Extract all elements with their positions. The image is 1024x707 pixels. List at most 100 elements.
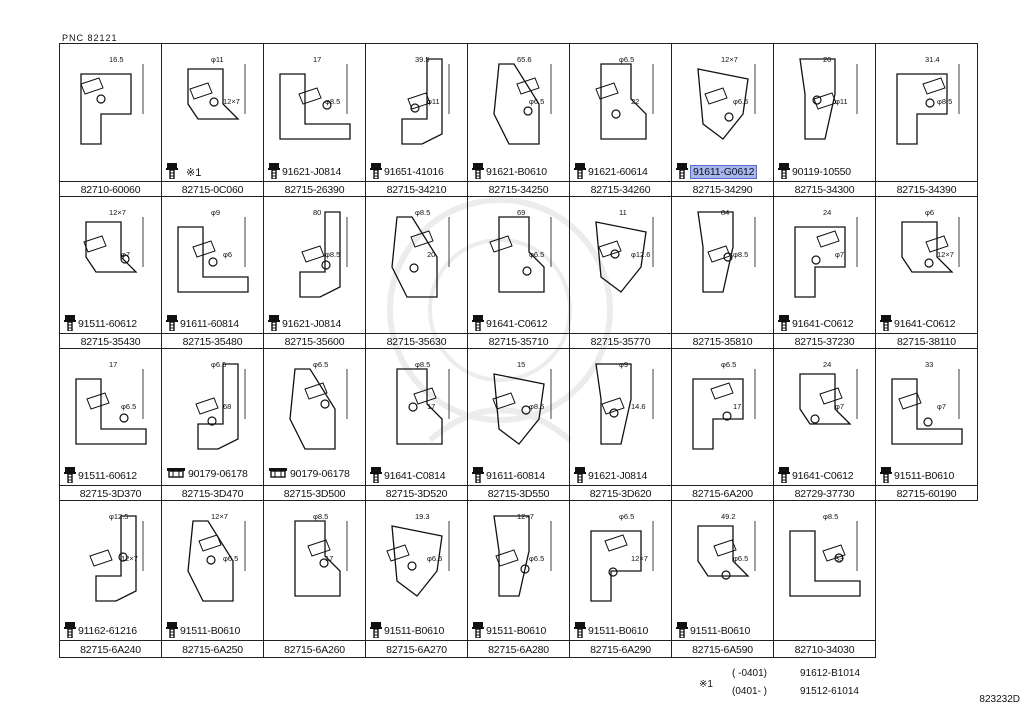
bolt-icon xyxy=(268,162,280,182)
dimension-label: φ6.5 xyxy=(427,554,442,563)
part-number-label[interactable]: 82715-38110 xyxy=(876,333,977,349)
part-number-label[interactable]: 82715-35710 xyxy=(468,333,569,349)
bolt-callout: 91641-C0612 xyxy=(472,314,548,334)
dimension-label: 12×7 xyxy=(631,554,648,563)
bolt-part-number[interactable]: 90179-06178 xyxy=(188,467,248,480)
bolt-part-number[interactable]: 91641-C0612 xyxy=(486,318,548,330)
part-number-label[interactable]: 82715-6A260 xyxy=(264,640,365,658)
part-number-label[interactable]: 82715-3D620 xyxy=(570,485,671,501)
bolt-part-number[interactable]: 91511-B0610 xyxy=(384,625,445,637)
part-number-label[interactable]: 82715-35430 xyxy=(60,333,161,349)
part-number-label[interactable]: 82715-34260 xyxy=(570,181,671,197)
part-number-label[interactable]: 82715-6A590 xyxy=(672,640,773,658)
part-number-label[interactable]: 82715-26390 xyxy=(264,181,365,197)
bolt-callout: 90179-06178 xyxy=(268,466,350,481)
dimension-label: φ8.5 xyxy=(529,402,544,411)
bolt-part-number[interactable]: 91641-C0612 xyxy=(894,318,956,330)
part-number-label[interactable]: 82715-34390 xyxy=(876,181,977,197)
dimension-label: φ6.5 xyxy=(223,554,238,563)
bolt-part-number[interactable]: 91511-B0610 xyxy=(486,625,547,637)
bolt-part-number[interactable]: 91511-60612 xyxy=(78,318,137,330)
part-drawing: 12×7φ6.5 xyxy=(697,55,756,140)
dimension-label: φ11 xyxy=(835,97,848,106)
part-number-label[interactable]: 82715-34250 xyxy=(468,181,569,197)
dimension-label: φ7 xyxy=(937,402,946,411)
part-number-label[interactable]: 82715-37230 xyxy=(774,333,875,349)
bolt-part-number[interactable]: 91511-B0610 xyxy=(894,470,955,482)
bolt-part-number[interactable]: 91621-60614 xyxy=(588,166,648,178)
dimension-label: 20 xyxy=(823,55,831,64)
part-number-label[interactable]: 82715-6A250 xyxy=(162,640,263,658)
bolt-part-number[interactable]: 91641-C0612 xyxy=(792,470,854,482)
bolt-part-number[interactable]: 90179-06178 xyxy=(290,467,350,480)
bolt-icon xyxy=(370,621,382,641)
footnote-part-1: 91612-B1014 xyxy=(800,668,861,679)
bolt-part-number[interactable]: 91611-60814 xyxy=(180,318,239,330)
part-number-label[interactable]: 82710-60060 xyxy=(60,181,161,197)
bolt-part-number[interactable]: 91621-J0814 xyxy=(282,166,342,178)
part-number-label[interactable]: 82715-6A200 xyxy=(672,485,773,501)
part-number-label[interactable]: 82715-3D500 xyxy=(264,485,365,501)
footnote-mark: ※1 xyxy=(699,679,713,690)
part-number-label[interactable]: 82729-37730 xyxy=(774,485,875,501)
bolt-part-number[interactable]: 90119-10550 xyxy=(792,166,851,178)
part-number-label[interactable]: 82715-35810 xyxy=(672,333,773,349)
dimension-label: 39.5 xyxy=(415,55,430,64)
part-number-label[interactable]: 82715-35600 xyxy=(264,333,365,349)
dimension-label: φ7 xyxy=(835,250,844,259)
bolt-part-number[interactable]: 91162-61216 xyxy=(78,625,137,637)
part-number-label[interactable]: 82715-3D520 xyxy=(366,485,467,501)
bolt-part-number[interactable]: 91511-B0610 xyxy=(180,625,241,637)
part-number-label[interactable]: 82715-34290 xyxy=(672,181,773,197)
part-number-label[interactable]: 82715-35630 xyxy=(366,333,467,349)
dimension-label: 12×7 xyxy=(121,554,138,563)
part-number-label[interactable]: 82715-3D470 xyxy=(162,485,263,501)
part-number-label[interactable]: 82715-60190 xyxy=(876,485,977,501)
bolt-part-number[interactable]: 91651-41016 xyxy=(384,166,444,178)
dimension-label: φ7 xyxy=(121,250,130,259)
part-number-label[interactable]: 82715-34300 xyxy=(774,181,875,197)
bolt-part-number[interactable]: 91611-G0612 xyxy=(690,165,758,179)
part-number-label[interactable]: 82715-6A290 xyxy=(570,640,671,658)
bolt-part-number[interactable]: 91611-60814 xyxy=(486,470,545,482)
part-number-label[interactable]: 82715-6A280 xyxy=(468,640,569,658)
part-number-label[interactable]: 82710-34030 xyxy=(774,640,875,658)
bolt-callout: 91621-60614 xyxy=(574,162,648,182)
bolt-icon xyxy=(778,314,790,334)
bolt-callout: 91641-C0612 xyxy=(880,314,956,334)
part-number-label[interactable]: 82715-35770 xyxy=(570,333,671,349)
bolt-part-number[interactable]: 91511-B0610 xyxy=(690,625,751,637)
bolt-part-number[interactable]: 91621-J0814 xyxy=(588,470,648,482)
dimension-label: φ6.5 xyxy=(529,250,544,259)
bolt-part-number[interactable]: 91511-B0610 xyxy=(588,625,649,637)
bolt-part-number[interactable]: 91621-J0814 xyxy=(282,318,342,330)
diagram-code: 823232D xyxy=(979,694,1020,705)
part-cell: 20 φ11 90119-10550 82715-34300 xyxy=(774,44,876,197)
part-number-label[interactable]: 82715-0C060 xyxy=(162,181,263,197)
part-number-label[interactable]: 82715-35480 xyxy=(162,333,263,349)
bolt-callout: 91621-J0814 xyxy=(268,162,341,182)
bolt-part-number[interactable]: 91621-B0610 xyxy=(486,166,547,178)
bolt-part-number[interactable]: 91641-C0612 xyxy=(792,318,854,330)
part-drawing: φ12.512×7 xyxy=(89,512,144,602)
part-number-label[interactable]: 82715-6A240 xyxy=(60,640,161,658)
bolt-icon xyxy=(64,314,76,334)
bolt-icon xyxy=(472,314,484,334)
dimension-label: φ6 xyxy=(223,250,232,259)
dimension-label: 33 xyxy=(835,554,843,563)
asterisk-note: ※1 xyxy=(186,166,202,179)
dimension-label: φ12.6 xyxy=(631,250,650,259)
part-number-label[interactable]: 82715-6A270 xyxy=(366,640,467,658)
bolt-part-number[interactable]: 91511-60612 xyxy=(78,470,137,482)
bolt-part-number[interactable]: 91641-C0814 xyxy=(384,470,446,482)
bolt-icon xyxy=(880,314,892,334)
part-number-label[interactable]: 82715-34210 xyxy=(366,181,467,197)
part-number-label[interactable]: 82715-3D550 xyxy=(468,485,569,501)
part-number-label[interactable]: 82715-3D370 xyxy=(60,485,161,501)
bolt-icon xyxy=(880,466,892,486)
bolt-icon xyxy=(166,162,178,182)
